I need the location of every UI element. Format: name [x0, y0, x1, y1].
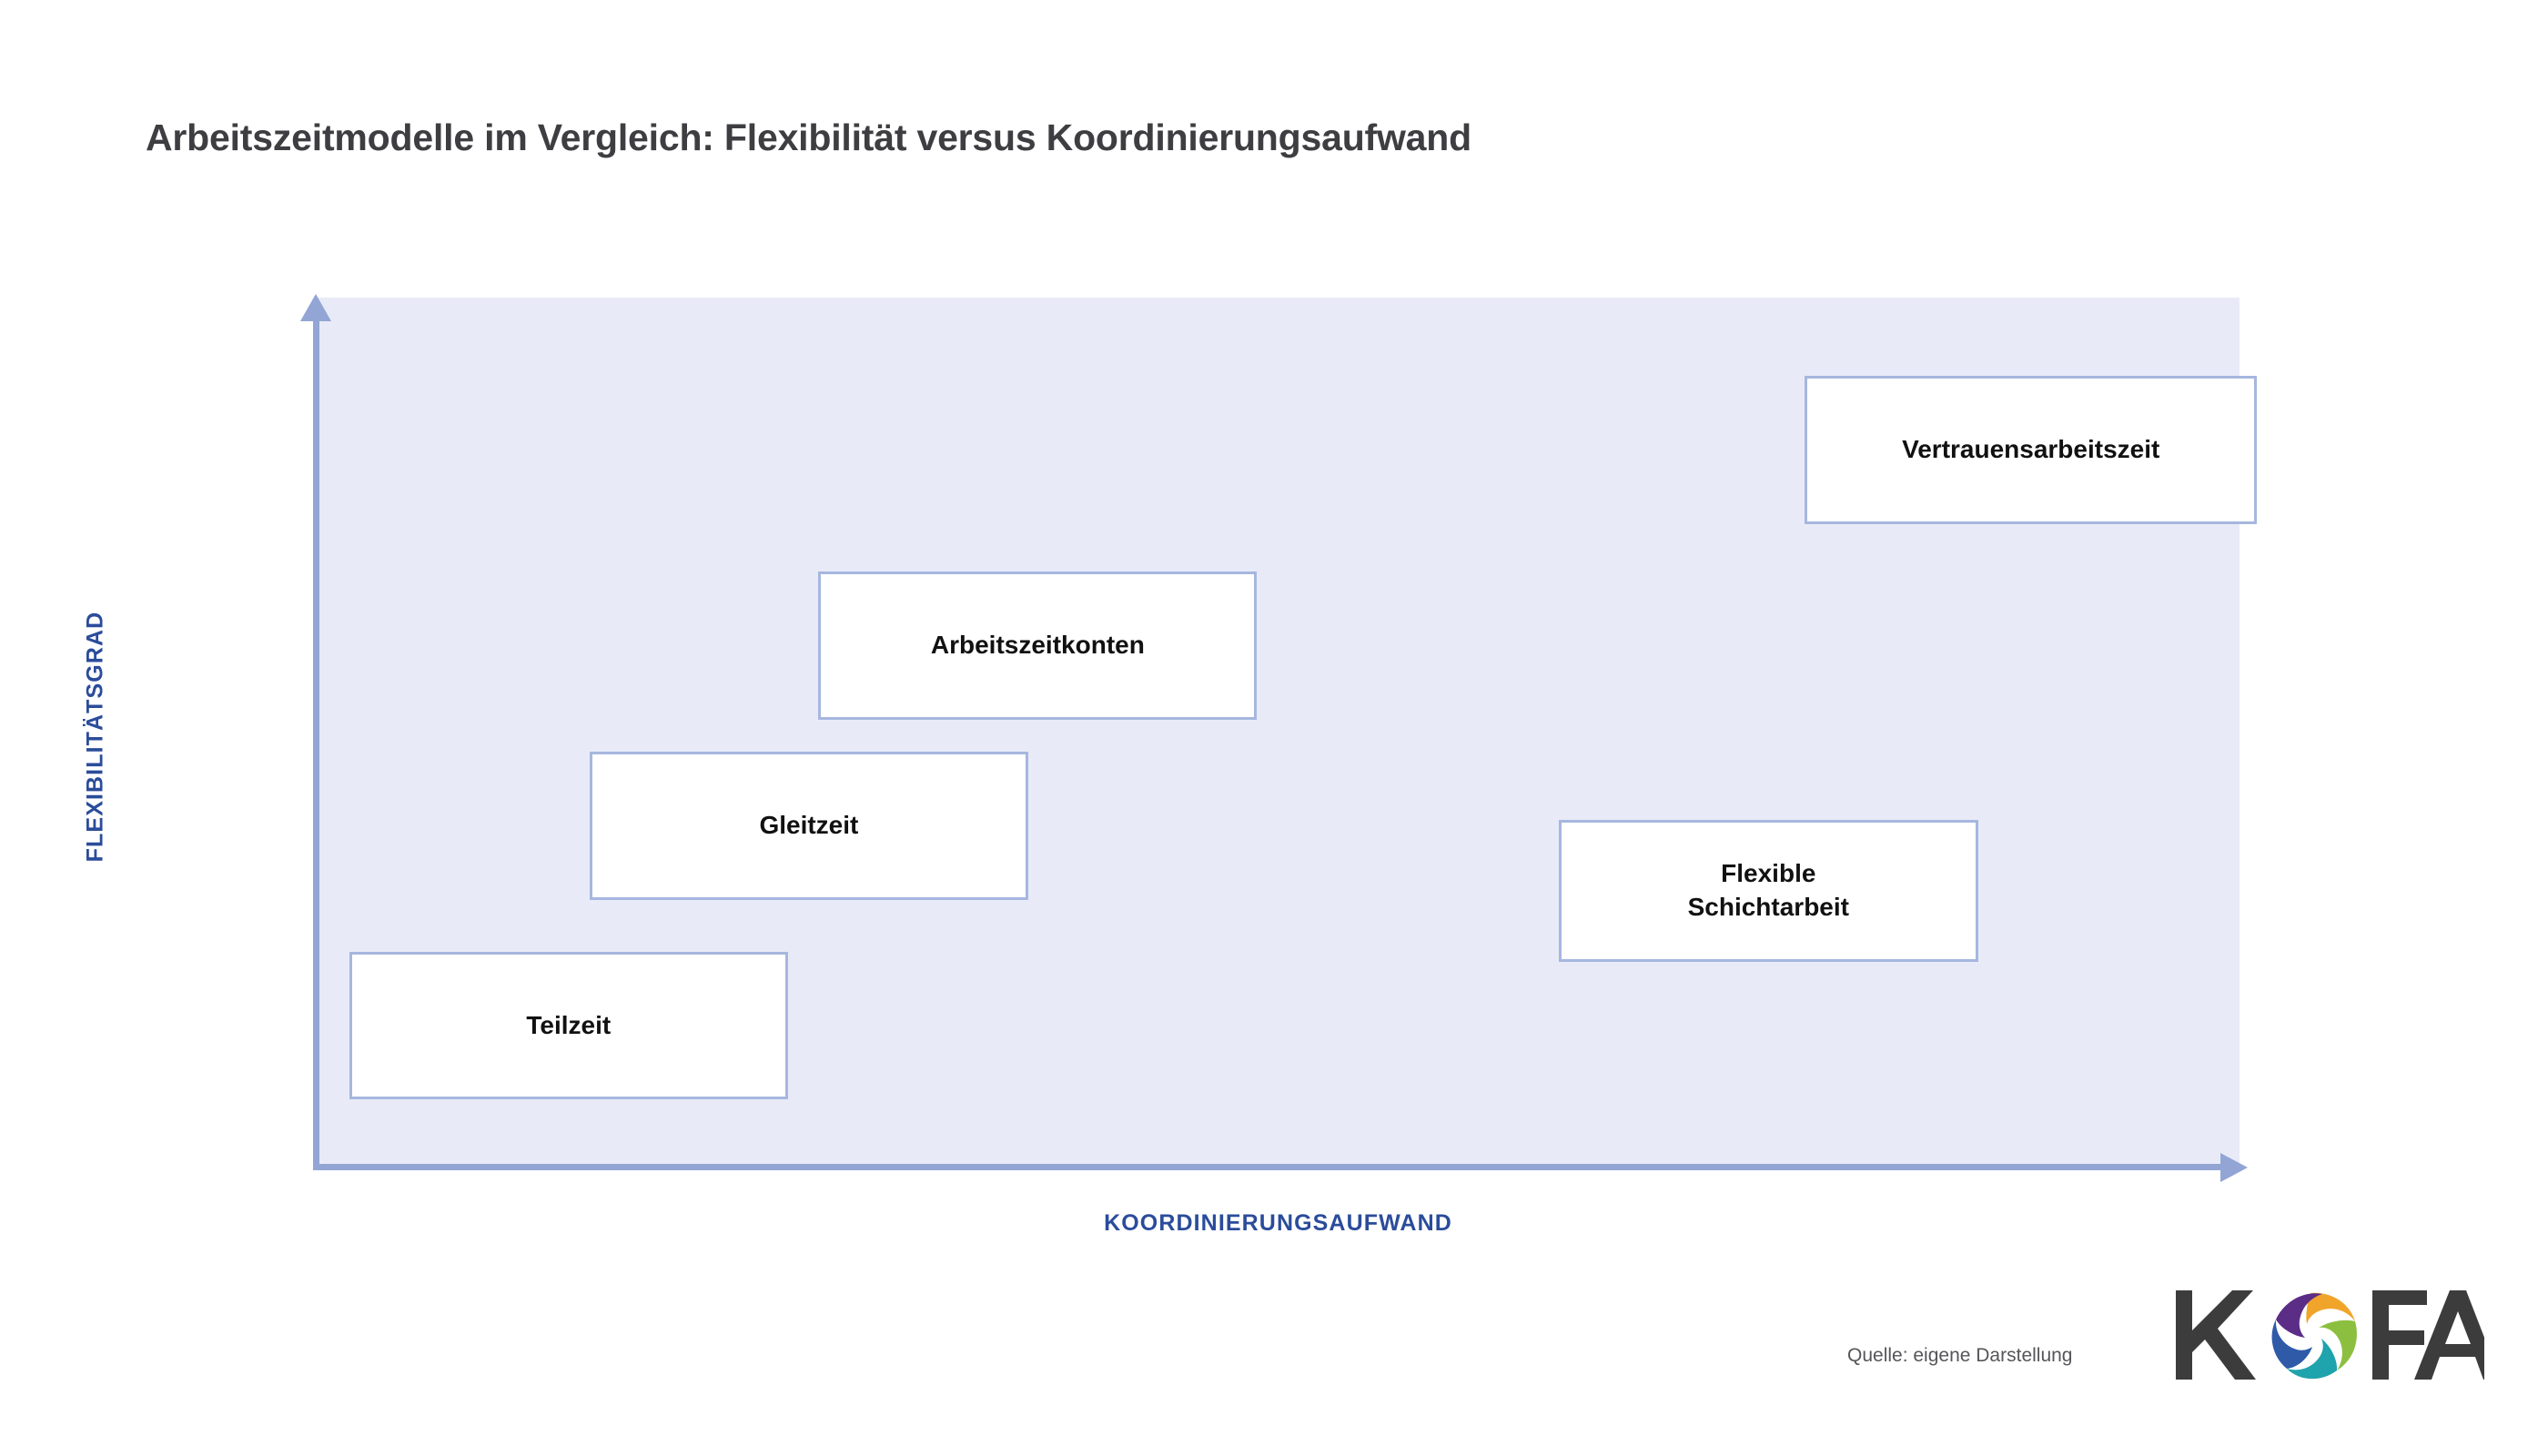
- y-axis-label: FLEXIBILITÄTSGRAD: [82, 611, 108, 863]
- x-axis-arrow-icon: [2220, 1153, 2248, 1182]
- page-title: Arbeitszeitmodelle im Vergleich: Flexibi…: [146, 116, 1471, 158]
- model-box: Vertrauensarbeitszeit: [1805, 376, 2257, 524]
- x-axis-label: KOORDINIERUNGSAUFWAND: [1104, 1210, 1452, 1236]
- model-box-label: Gleitzeit: [759, 810, 859, 839]
- model-box-label: Flexible Schichtarbeit: [1687, 859, 1849, 921]
- model-box-label: Teilzeit: [526, 1010, 612, 1039]
- x-axis-line: [313, 1164, 2224, 1170]
- model-box-label: Vertrauensarbeitszeit: [1902, 434, 2160, 463]
- model-box-label: Arbeitszeitkonten: [930, 630, 1145, 659]
- y-axis-line: [313, 314, 319, 1168]
- model-box: Arbeitszeitkonten: [818, 571, 1258, 720]
- kofa-logo: [2176, 1290, 2484, 1380]
- model-box: Teilzeit: [349, 951, 788, 1100]
- model-box: Flexible Schichtarbeit: [1558, 819, 1978, 963]
- source-note: Quelle: eigene Darstellung: [1847, 1345, 2073, 1366]
- model-box: Gleitzeit: [590, 752, 1028, 900]
- y-axis-arrow-icon: [300, 294, 331, 321]
